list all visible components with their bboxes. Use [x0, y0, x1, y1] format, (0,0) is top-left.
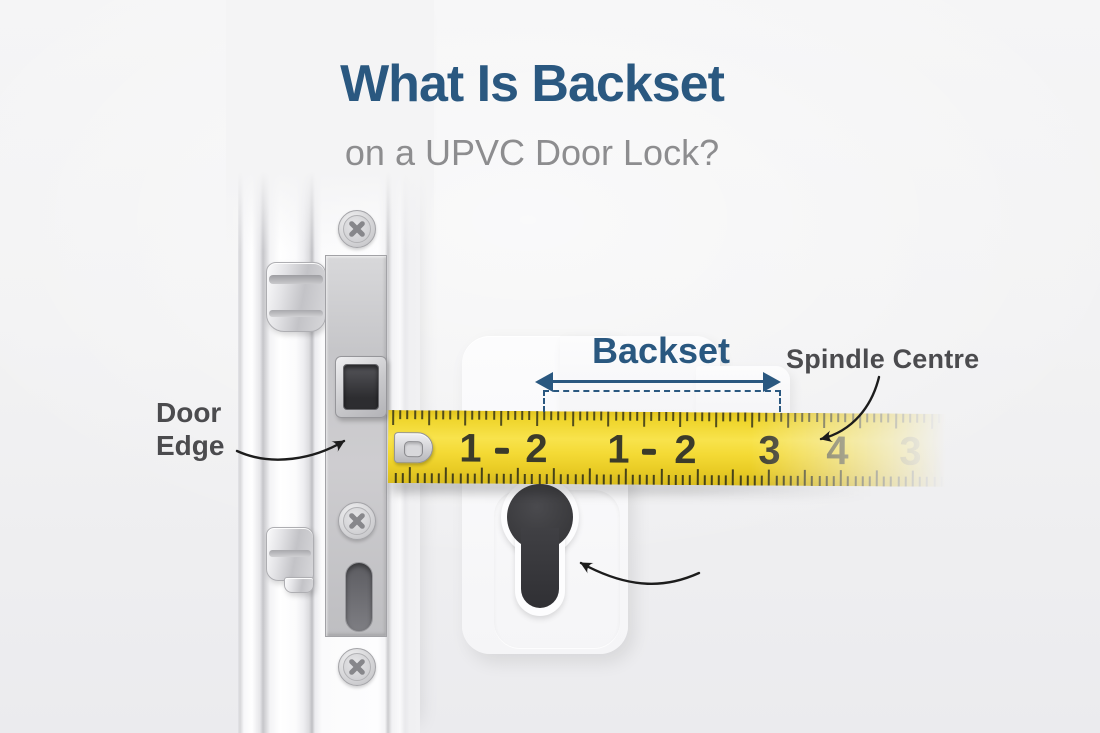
- cylinder-slot: [345, 562, 373, 632]
- backset-bracket: [543, 390, 781, 412]
- spindle-hole: [343, 364, 379, 410]
- label-spindle-centre: Spindle Centre: [786, 344, 980, 374]
- header: What Is Backset on a UPVC Door Lock?: [132, 54, 932, 172]
- label-door-edge-line2: Edge: [156, 430, 225, 461]
- page-subtitle: on a UPVC Door Lock?: [344, 132, 720, 173]
- tape-mark: 1: [459, 426, 481, 471]
- tape-mark: 1: [607, 427, 629, 472]
- tape-mark: [641, 448, 656, 455]
- screw-icon: [338, 210, 376, 248]
- keyhole-icon: [521, 528, 559, 608]
- arrow-right-icon: [763, 372, 781, 392]
- arrow-left-icon: [535, 372, 553, 392]
- label-backset: Backset: [591, 330, 731, 371]
- keep-latch-bottom-tab: [284, 577, 314, 593]
- tape-mark: 2: [674, 427, 696, 473]
- tape-mark: 2: [525, 426, 547, 472]
- screw-icon: [338, 648, 376, 686]
- backset-arrow: [551, 380, 773, 383]
- tape-end-clip: [393, 432, 434, 464]
- tape-mark: 4: [826, 429, 848, 474]
- page-title: What Is Backset: [340, 55, 725, 113]
- tape-mark: 3: [899, 429, 921, 474]
- handle-lever: [560, 336, 720, 414]
- label-door-edge-line1: Door: [156, 397, 222, 428]
- keep-latch-bottom: [266, 527, 314, 581]
- tape-mark: 3: [758, 428, 780, 473]
- screw-icon: [338, 502, 376, 540]
- keep-latch-top: [266, 262, 326, 332]
- label-door-edge: Door Edge: [156, 396, 224, 462]
- door-top-fade: [226, 0, 434, 252]
- tape-mark: [494, 447, 509, 454]
